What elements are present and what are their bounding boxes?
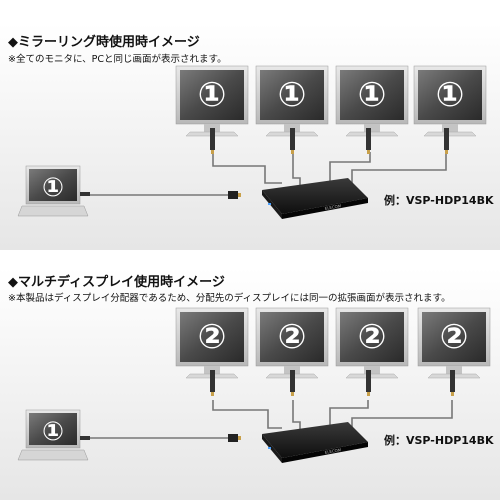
monitor-5-label: ②: [198, 317, 227, 357]
monitor-6: [255, 307, 329, 396]
monitor-7: [335, 307, 409, 396]
monitor-1-label: ①: [198, 75, 227, 115]
device-brand: ELECOM: [324, 203, 342, 211]
laptop: [17, 165, 90, 217]
laptop-multi-label: ①: [42, 417, 64, 447]
monitor-4-label: ①: [436, 75, 465, 115]
monitor-2: [255, 65, 329, 154]
splitter-device-multi: [262, 422, 368, 463]
monitor-1: [175, 65, 249, 154]
monitor-3-label: ①: [358, 75, 387, 115]
monitor-8-label: ②: [440, 317, 469, 357]
monitor-5: [175, 307, 249, 396]
mirroring-note: ※全てのモニタに、PCと同じ画面が表示されます。: [8, 54, 227, 65]
multi-display-diagram: ② ② ② ② ① ELECOM: [0, 268, 500, 500]
cables: [84, 152, 447, 196]
monitor-2-label: ①: [278, 75, 307, 115]
monitor-7-label: ②: [358, 317, 387, 357]
device-brand-multi: ELECOM: [324, 447, 342, 455]
multi-display-panel: ② ② ② ② ① ELECOM ◆マルチディスプレイ使用時イメージ ※本製品は…: [0, 250, 500, 500]
mirroring-model: 例：VSP-HDP14BK: [384, 194, 494, 207]
laptop-multi: [17, 409, 90, 461]
multi-note: ※本製品はディスプレイ分配器であるため、分配先のディスプレイには同一の拡張画面が…: [8, 293, 451, 304]
monitor-3: [335, 65, 409, 154]
laptop-label: ①: [42, 173, 64, 203]
laptop-cable-plug: [228, 191, 238, 199]
mirroring-diagram: ① ① ① ① ① ELECOM: [0, 24, 500, 250]
multi-heading: ◆マルチディスプレイ使用時イメージ: [8, 275, 225, 290]
laptop-multi-cable-plug: [228, 434, 238, 442]
splitter-device: [262, 178, 368, 219]
mirroring-panel: ① ① ① ① ① ELECOM ◆ミラーリング時使用時イメージ ※全てのモニタ…: [0, 24, 500, 250]
monitor-6-label: ②: [278, 317, 307, 357]
mirroring-heading: ◆ミラーリング時使用時イメージ: [8, 35, 200, 50]
monitor-8: [417, 307, 491, 396]
multi-model: 例：VSP-HDP14BK: [384, 434, 494, 447]
monitor-4: [413, 65, 487, 154]
